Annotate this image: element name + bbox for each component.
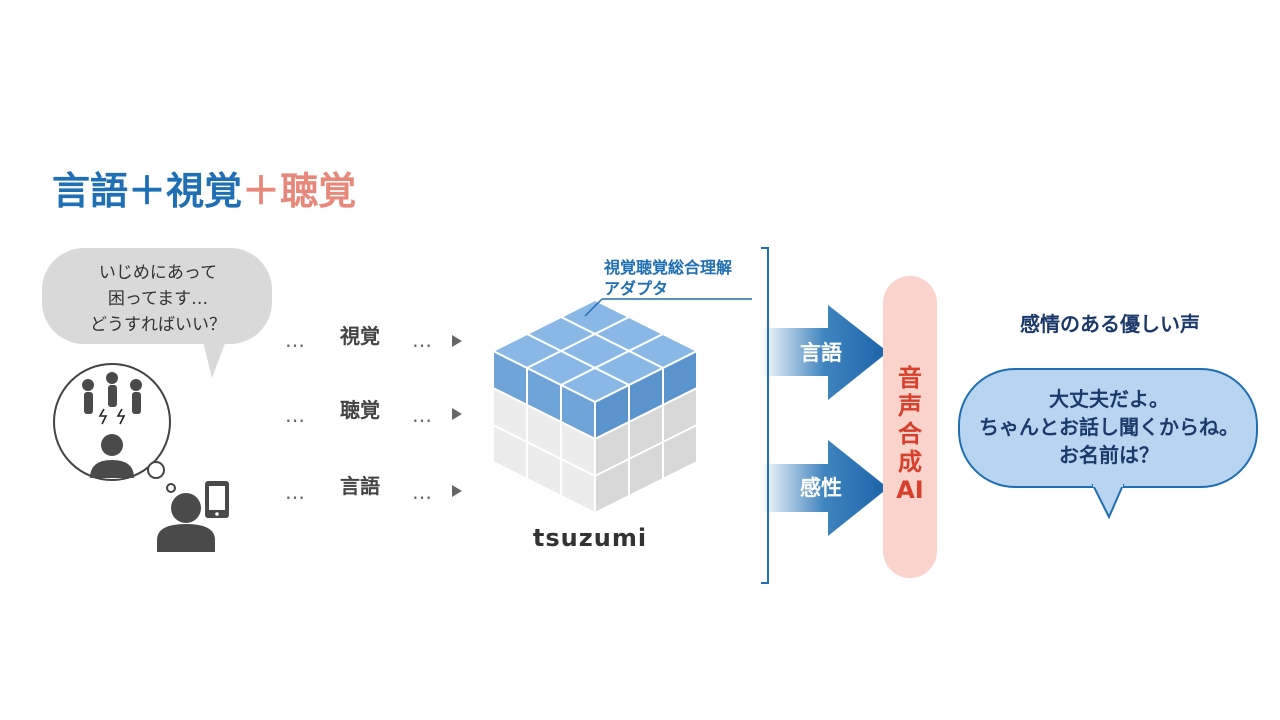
- speech-line-3: どうすればいい？: [90, 315, 226, 335]
- thought-circle: [53, 363, 176, 493]
- output-label-language: 言語: [800, 341, 842, 365]
- speech-synthesis-label: 音 声 合 成 AI: [883, 364, 937, 504]
- bracket: [761, 247, 769, 584]
- arrowhead-hearing: [452, 408, 462, 420]
- speech-bubble: [42, 248, 272, 378]
- title-language: 言語: [52, 169, 129, 213]
- adapter-leader-line: [584, 298, 752, 317]
- reply-line-3: お名前は？: [1059, 443, 1159, 467]
- speech-line-1: いじめにあって: [98, 263, 218, 283]
- title-plus-1: ＋: [128, 169, 167, 213]
- victim-icon: [90, 434, 134, 478]
- adapter-line-2: アダプタ: [604, 279, 669, 298]
- tsuzumi-cube: [490, 298, 700, 515]
- dots-left-vision: …: [285, 328, 307, 352]
- synthesis-char-2: 声: [898, 392, 922, 420]
- input-arrowheads: [452, 335, 462, 497]
- dots-right-hearing: …: [412, 403, 434, 427]
- person-icon: [157, 493, 215, 552]
- output-label-sensibility: 感性: [800, 476, 842, 500]
- arrow-language: [760, 305, 888, 400]
- reply-bubble: [958, 368, 1258, 520]
- arrowhead-vision: [452, 335, 462, 347]
- arrow-sensibility: [760, 440, 888, 536]
- dots-left-language: …: [285, 480, 307, 504]
- title-vision: 視覚: [166, 169, 243, 213]
- input-label-vision: 視覚: [340, 324, 380, 348]
- lightning-icon: [98, 408, 126, 425]
- smartphone-icon: [205, 481, 229, 518]
- synthesis-char-5: AI: [896, 476, 924, 504]
- synthesis-char-3: 合: [898, 420, 922, 448]
- reply-line-1: 大丈夫だよ。: [1049, 387, 1169, 411]
- page-title: 言語＋視覚＋聴覚: [52, 160, 356, 215]
- user-illustration: [42, 248, 272, 552]
- title-plus-2: ＋: [242, 169, 281, 213]
- voice-title: 感情のある優しい声: [1020, 312, 1200, 336]
- arrowhead-language: [452, 485, 462, 497]
- adapter-line-1: 視覚聴覚総合理解: [604, 258, 733, 277]
- dots-left-hearing: …: [285, 403, 307, 427]
- title-hearing: 聴覚: [280, 169, 357, 213]
- reply-line-2: ちゃんとお話し聞くからね。: [979, 415, 1239, 439]
- synthesis-char-4: 成: [898, 448, 922, 476]
- speech-bubble-text: いじめにあって 困ってます… どうすればいい？: [50, 260, 266, 338]
- cube-right-tile: [594, 457, 630, 515]
- reply-text: 大丈夫だよ。 ちゃんとお話し聞くからね。 お名前は？: [962, 385, 1256, 469]
- input-label-hearing: 聴覚: [340, 398, 380, 422]
- dots-right-vision: …: [412, 328, 434, 352]
- adapter-label: 視覚聴覚総合理解 アダプタ: [604, 257, 732, 299]
- input-label-language: 言語: [340, 474, 380, 498]
- speech-line-2: 困ってます…: [107, 289, 209, 309]
- model-name: tsuzumi: [532, 524, 648, 552]
- synthesis-char-1: 音: [898, 364, 922, 392]
- bullies-icon: [82, 372, 142, 414]
- output-arrows: [760, 305, 888, 536]
- speech-synthesis-block: [883, 276, 937, 578]
- dots-right-language: …: [412, 480, 434, 504]
